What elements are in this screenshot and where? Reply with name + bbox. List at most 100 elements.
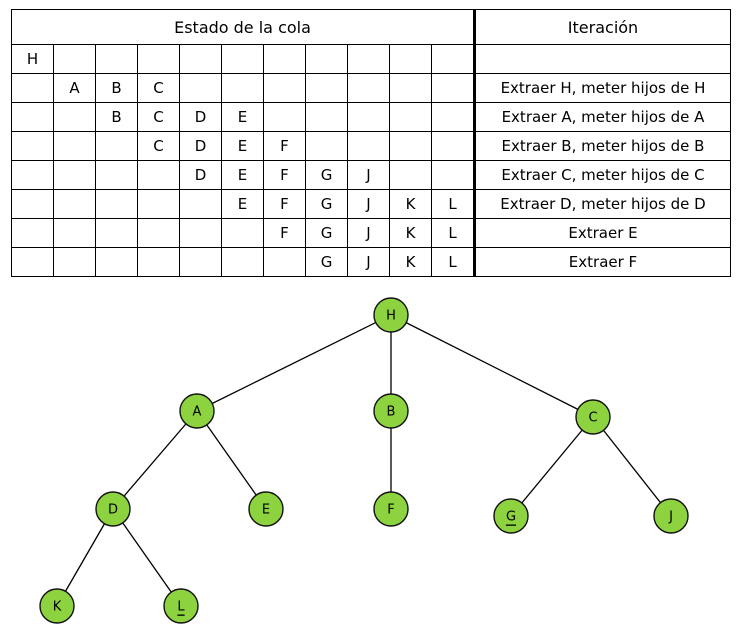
iteration-cell: Extraer B, meter hijos de B (473, 131, 731, 161)
node-label: H (386, 309, 396, 324)
queue-cell (95, 247, 138, 277)
queue-cell (95, 189, 138, 219)
tree-node-F: F (373, 491, 409, 527)
iteration-cell: Extraer D, meter hijos de D (473, 189, 731, 219)
queue-cell: C (137, 73, 180, 103)
queue-cell: F (263, 218, 306, 248)
queue-cell (389, 131, 432, 161)
queue-cell (53, 218, 96, 248)
queue-cell: L (431, 247, 475, 277)
queue-cell (11, 247, 54, 277)
tree-node-J: J (653, 498, 689, 534)
queue-cell: H (11, 44, 54, 74)
tree-node-L: L (163, 588, 199, 624)
iteration-cell: Extraer E (473, 218, 731, 248)
queue-cell (263, 247, 306, 277)
node-label: E (262, 503, 270, 518)
node-circle (163, 588, 199, 624)
node-circle (373, 393, 409, 429)
queue-cell (137, 218, 180, 248)
node-label: K (53, 600, 62, 615)
queue-cell (431, 44, 475, 74)
iteration-cell: Extraer H, meter hijos de H (473, 73, 731, 103)
queue-cell (347, 131, 390, 161)
edge-A-D (112, 410, 198, 510)
tree-node-H: H (373, 297, 409, 333)
node-circle (95, 491, 131, 527)
node-circle (248, 491, 284, 527)
queue-cell (137, 160, 180, 190)
edge-C-G (510, 416, 594, 517)
queue-cell (11, 160, 54, 190)
queue-cell (11, 218, 54, 248)
edge-A-E (196, 410, 267, 510)
queue-cell (53, 189, 96, 219)
node-circle (653, 498, 689, 534)
queue-cell (431, 102, 475, 132)
node-circle (575, 399, 611, 435)
queue-cell (221, 44, 264, 74)
node-circle (39, 588, 75, 624)
queue-cell: D (179, 131, 222, 161)
queue-cell: E (221, 189, 264, 219)
queue-cell (179, 247, 222, 277)
node-label: C (588, 411, 597, 426)
tree-edges (56, 314, 672, 607)
queue-cell (179, 218, 222, 248)
queue-cell (53, 160, 96, 190)
queue-cell (53, 247, 96, 277)
queue-cell: L (431, 189, 475, 219)
queue-cell: G (305, 189, 348, 219)
tree-node-A: A (179, 393, 215, 429)
queue-cell (389, 160, 432, 190)
queue-cell: J (347, 160, 390, 190)
queue-cell: K (389, 247, 432, 277)
queue-cell: G (305, 218, 348, 248)
queue-cell (263, 44, 306, 74)
queue-cell: K (389, 218, 432, 248)
edge-H-C (390, 314, 594, 418)
queue-cell (431, 160, 475, 190)
queue-cell (137, 247, 180, 277)
queue-cell: B (95, 102, 138, 132)
iteration-cell (473, 44, 731, 74)
edge-D-L (112, 508, 182, 607)
queue-cell (179, 44, 222, 74)
queue-cell: G (305, 160, 348, 190)
node-circle (373, 491, 409, 527)
node-label: F (387, 503, 394, 518)
node-label: A (193, 405, 202, 420)
queue-cell: C (137, 102, 180, 132)
queue-cell (431, 73, 475, 103)
iteration-cell: Extraer C, meter hijos de C (473, 160, 731, 190)
queue-cell: E (221, 160, 264, 190)
queue-cell (11, 73, 54, 103)
tree-node-C: C (575, 399, 611, 435)
queue-cell (221, 73, 264, 103)
queue-cell (305, 73, 348, 103)
queue-cell (347, 102, 390, 132)
queue-cell: F (263, 189, 306, 219)
queue-cell (305, 44, 348, 74)
queue-cell (11, 102, 54, 132)
table-header-row: Estado de la cola Iteración (11, 9, 731, 45)
queue-cell (11, 131, 54, 161)
queue-cell (95, 131, 138, 161)
queue-cell (11, 189, 54, 219)
tree-node-E: E (248, 491, 284, 527)
queue-cell (305, 131, 348, 161)
queue-cell (431, 131, 475, 161)
queue-cell (389, 44, 432, 74)
node-label: L (177, 600, 185, 615)
queue-cell (137, 189, 180, 219)
edge-C-J (592, 416, 672, 517)
